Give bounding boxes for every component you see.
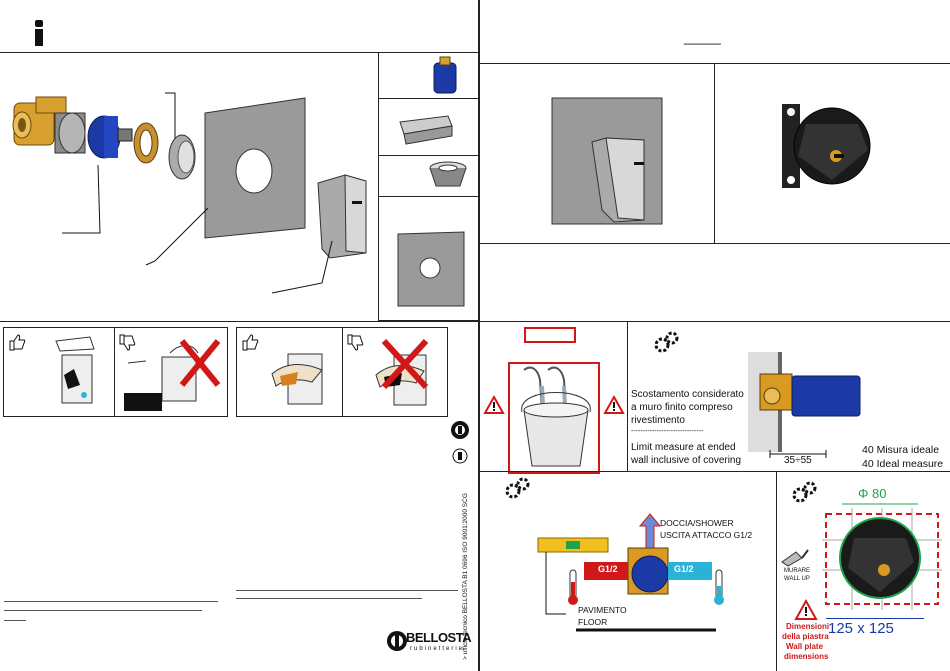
quality-mark-icon	[452, 448, 468, 464]
cleaning-panel-1	[3, 327, 228, 417]
footer-rule-1	[4, 601, 218, 602]
cleaning-panel-1-divider	[114, 327, 115, 417]
brand-subtitle: rubinetterie	[410, 646, 465, 652]
footer-rule-2	[4, 610, 202, 611]
ideal-measure-it: 40 Misura ideale	[862, 444, 940, 456]
bucket-illustration	[521, 366, 591, 467]
warning-icon-2	[603, 394, 625, 414]
part-cartridge-image	[433, 56, 457, 94]
middle-rule-right	[480, 471, 950, 472]
measure-text-en-2: wall inclusive of covering	[631, 455, 742, 466]
measure-text-it-1: Scostamento considerato	[631, 389, 744, 400]
footer-rule-5	[236, 598, 422, 599]
trowel-icon	[781, 549, 809, 567]
brand-logo: BELLOSTA rubinetterie	[386, 628, 472, 664]
footer-rule-3	[4, 620, 26, 621]
brand-name: BELLOSTA	[406, 630, 472, 645]
shower-label: DOCCIA/SHOWER	[660, 518, 734, 528]
cleaning-ok-illustration	[55, 336, 95, 404]
installation-diagram	[537, 513, 724, 632]
header-rule-right	[480, 63, 950, 64]
inlet-right-label: G1/2	[674, 564, 694, 574]
measure-text-it-3: rivestimento	[631, 415, 685, 426]
parts-sep-1	[378, 98, 478, 99]
lower-panel-divider	[776, 471, 777, 671]
plate-warning-it-2: della piastra	[782, 632, 829, 641]
wall-label-it: MURARE	[784, 568, 811, 574]
wall-label-en: WALL UP	[784, 576, 810, 582]
diameter-label: Φ 80	[858, 486, 887, 501]
exploded-view	[0, 53, 378, 321]
gears-icon	[654, 331, 679, 353]
parts-sep-2	[378, 155, 478, 156]
exploded-view-drawing	[12, 92, 367, 294]
part-handle-image	[399, 115, 453, 145]
wipe-ok-illustration	[271, 353, 323, 405]
product-divider	[714, 63, 715, 243]
thumbs-up-icon	[9, 334, 26, 351]
measure-dimension: 35÷55	[784, 455, 812, 466]
gears-icon-2	[505, 477, 530, 499]
warning-icon-3	[794, 598, 818, 620]
certification-seal-icon	[451, 421, 469, 439]
plate-warning-it-1: Dimensioni	[786, 622, 830, 631]
thumbs-up-icon-2	[242, 334, 259, 351]
wall-offset-diagram	[748, 352, 861, 458]
part-ring-image	[429, 161, 467, 187]
outlet-label: USCITA ATTACCO G1/2	[660, 530, 753, 540]
measure-text-it-2: a muro finito compreso	[631, 402, 733, 413]
concealed-body-view	[782, 104, 871, 188]
thumbs-down-icon	[119, 334, 136, 351]
header-rule-left	[0, 52, 478, 53]
product-bottom-rule	[480, 243, 950, 244]
warning-icon	[483, 394, 505, 414]
wipe-wrong-illustration	[375, 338, 429, 406]
mixer-front-view	[551, 97, 663, 225]
parts-sep-3	[378, 196, 478, 197]
part-plate-image	[397, 231, 465, 307]
brand-logo-mark	[387, 631, 407, 651]
parts-column	[378, 53, 478, 321]
bucket-label-box	[524, 327, 576, 343]
bucket-illustration-frame	[508, 362, 600, 474]
plate-size-label: 125 x 125	[828, 620, 894, 637]
plate-diagram	[822, 503, 942, 610]
plate-warning-en-2: dimensions	[784, 652, 829, 661]
footer-rule-4	[236, 590, 458, 591]
bucket-panel-divider	[627, 321, 628, 471]
info-icon	[34, 20, 44, 46]
cleaning-panel-2-divider	[342, 327, 343, 417]
plate-warning-en-1: Wall plate	[786, 642, 824, 651]
thumbs-down-icon-2	[347, 334, 364, 351]
measure-separator: -------------------------------	[631, 428, 704, 435]
floor-label-en: FLOOR	[578, 617, 608, 627]
ideal-measure-en: 40 Ideal measure	[862, 458, 944, 470]
floor-label-it: PAVIMENTO	[578, 605, 627, 615]
inlet-left-label: G1/2	[598, 564, 618, 574]
gears-icon-3	[792, 481, 817, 503]
blank-section-bottom-rule	[480, 321, 950, 322]
exploded-bottom-rule	[0, 321, 478, 322]
title-right: ___	[684, 22, 721, 47]
cleaning-wrong-illustration	[124, 339, 221, 411]
measure-text-en-1: Limit measure at ended	[631, 442, 736, 453]
center-divider	[478, 0, 480, 671]
plate-size-rule	[826, 618, 924, 619]
